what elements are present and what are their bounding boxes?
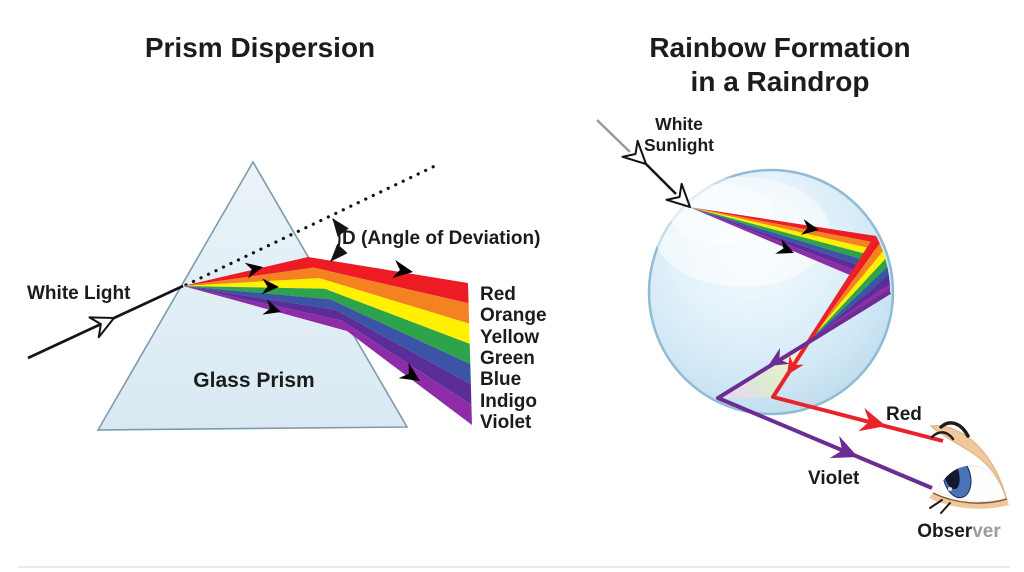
- dispersed-spectrum-beam: [183, 257, 472, 425]
- observer-label-light: ver: [972, 521, 1001, 542]
- incoming-sunlight-ray: [596, 119, 699, 216]
- red-exit-arrowhead-icon: [858, 407, 890, 438]
- right-panel-title-line2: in a Raindrop: [691, 66, 870, 97]
- spectrum-band-orange: [183, 267, 470, 324]
- spectrum-label-red: Red: [480, 284, 516, 305]
- observer-eye: [929, 421, 1009, 514]
- reflected-stripe-violet: [810, 283, 890, 340]
- white-light-arrowhead-icon: [88, 307, 120, 339]
- internally-reflected-fan: [810, 236, 890, 340]
- sunlight-ray-segment: [643, 161, 677, 195]
- spectrum-label-orange: Orange: [480, 305, 547, 326]
- eye-lower-lid-line: [932, 492, 1008, 504]
- reflected-stripe-green: [810, 259, 888, 340]
- spectrum-band-red: [183, 257, 469, 304]
- spectrum-band-yellow: [183, 278, 470, 344]
- sunlight-label-line1: White: [655, 114, 703, 134]
- red-ray-label: Red: [886, 404, 922, 425]
- glass-prism-label: Glass Prism: [193, 369, 314, 392]
- spectrum-band-indigo: [183, 286, 472, 405]
- eye-highlight-small: [948, 487, 952, 491]
- spectrum-band-green: [183, 286, 471, 365]
- eye-lash-top: [939, 421, 970, 438]
- reflected-stripe-orange: [810, 243, 883, 340]
- spectrum-label-indigo: Indigo: [480, 391, 537, 412]
- white-light-label: White Light: [27, 283, 131, 304]
- eye-lash-bottom: [929, 499, 951, 514]
- violet-ray-path: [716, 290, 933, 490]
- eye-lash-top-2: [930, 431, 955, 441]
- sunlight-label-line2: Sunlight: [644, 135, 714, 155]
- red-ray-path: [771, 235, 944, 443]
- raindrop-gloss-highlight: [654, 177, 830, 287]
- reflected-stripe-indigo: [810, 275, 890, 340]
- spectrum-label-yellow: Yellow: [480, 327, 539, 348]
- reflected-stripe-yellow: [810, 251, 886, 340]
- observer-label-dark: Obser: [917, 521, 973, 542]
- deviation-angle-arc: [330, 218, 349, 262]
- prism-dispersion-panel: Prism Dispersion White Light Glass Prism…: [27, 32, 547, 433]
- spectrum-label-blue: Blue: [480, 369, 521, 390]
- spectrum-band-blue: [183, 286, 471, 385]
- spectrum-label-green: Green: [480, 348, 535, 369]
- original-path-dotted-line: [184, 163, 439, 287]
- deviation-angle-label: D (Angle of Deviation): [342, 228, 540, 249]
- reflected-stripe-blue: [810, 267, 889, 340]
- right-panel-title-line1: Rainbow Formation: [649, 32, 910, 63]
- observer-label: Observer: [917, 521, 1001, 542]
- left-panel-title: Prism Dispersion: [145, 32, 375, 63]
- bottom-divider-line: [18, 566, 1010, 568]
- violet-ray-label: Violet: [808, 468, 860, 489]
- raindrop-panel: Rainbow Formation in a Raindrop: [596, 32, 1009, 542]
- eye-highlight: [956, 465, 966, 468]
- spectrum-label-violet: Violet: [480, 412, 532, 433]
- sunlight-ray-faded-segment: [596, 119, 631, 153]
- spectrum-color-labels: Red Orange Yellow Green Blue Indigo Viol…: [480, 284, 547, 433]
- violet-exit-arrowhead-icon: [829, 436, 863, 469]
